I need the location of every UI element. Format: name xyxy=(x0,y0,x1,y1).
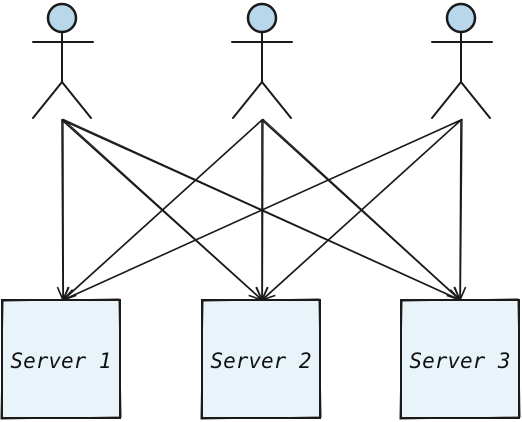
connection-line-user3-server3 xyxy=(460,118,463,301)
connection-line-user3-server1 xyxy=(63,118,463,301)
connection-line-user1-server1 xyxy=(61,119,64,301)
user-figure-1 xyxy=(32,2,94,119)
user-head xyxy=(246,2,278,34)
user-figure-3 xyxy=(431,2,493,119)
connection-line-user3-server3 xyxy=(459,119,462,301)
user-head xyxy=(445,2,477,34)
user-figure-2 xyxy=(231,2,293,119)
user-head xyxy=(46,2,78,34)
server-box-2: Server 2 xyxy=(200,298,322,420)
connection-line-user3-server2 xyxy=(262,118,463,301)
server-label-1: Server 1 xyxy=(10,349,111,373)
server-label-3: Server 3 xyxy=(409,349,510,373)
server-label-2: Server 2 xyxy=(210,349,311,373)
server-box-1: Server 1 xyxy=(0,298,122,420)
connection-arrows xyxy=(56,118,467,301)
server-box-3: Server 3 xyxy=(399,298,521,420)
connection-line-user2-server1 xyxy=(63,118,264,301)
